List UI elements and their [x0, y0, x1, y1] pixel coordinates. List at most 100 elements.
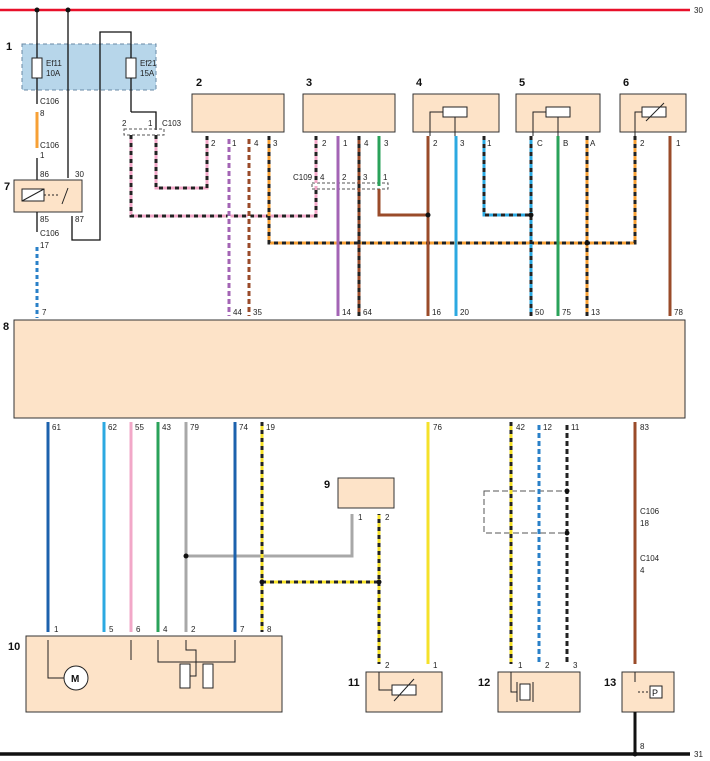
pin-label: 16 [432, 308, 441, 317]
sensor-11-circuit [378, 672, 392, 691]
junction [425, 212, 431, 218]
c106-d-pin: 18 [640, 519, 649, 528]
pin-label: 1 [676, 139, 681, 148]
pin-label: 11 [571, 423, 580, 432]
sensor-pins: 2 1 4 3 2 1 4 3 2 3 1 C B A 2 1 [211, 139, 681, 148]
pin-label: 1 [487, 139, 492, 148]
pin-label: 2 [191, 625, 196, 634]
component-6-label: 6 [623, 77, 629, 89]
wire-grey-9 [186, 514, 354, 558]
c104-label: C104 [640, 554, 660, 563]
pin-label: 3 [384, 139, 389, 148]
c103-pin1: 1 [148, 119, 153, 128]
potentiometer-5-resistor [545, 106, 571, 118]
potentiometer-10-wiper [185, 640, 197, 677]
junction [528, 212, 534, 218]
pin-label: 1 [343, 139, 348, 148]
pin-label: 64 [363, 308, 372, 317]
fuse-ef11 [31, 57, 43, 79]
pressure-symbol: P [652, 688, 658, 698]
pin-label: 3 [460, 139, 465, 148]
pin-label: 44 [233, 308, 242, 317]
pin-label: 7 [240, 625, 245, 634]
sensor-12-circuit [510, 672, 517, 693]
motor-icon [63, 665, 89, 691]
potentiometer-4-resistor [442, 106, 468, 118]
pin-label: 13 [591, 308, 600, 317]
rail-30-label: 30 [694, 6, 703, 15]
pin-label: C [537, 139, 543, 148]
junction [564, 488, 570, 494]
pin-label: A [590, 139, 596, 148]
pin-label: 19 [266, 423, 275, 432]
ecu-box [13, 319, 686, 419]
pin-label: 14 [342, 308, 351, 317]
component-12-label: 12 [478, 677, 490, 689]
relay-pin-86: 86 [40, 170, 49, 179]
wire-pink-white-dash [129, 135, 318, 218]
pin-label: 1 [518, 661, 523, 670]
component-1-label: 1 [6, 41, 12, 53]
pin-label: 2 [385, 513, 390, 522]
pin-label: 1 [54, 625, 59, 634]
wire-orange-black-dash [267, 136, 637, 245]
variable-resistor-6-leads [634, 111, 642, 136]
c106-b-pin: 1 [40, 151, 45, 160]
pin-label: 2 [322, 139, 327, 148]
wire-yellow-black-11 [262, 514, 381, 584]
actuator-10-pins: 1 5 6 4 2 7 8 [54, 625, 272, 634]
ecu-top-pins: 7 44 35 14 64 16 20 50 75 13 78 [42, 308, 683, 317]
relay-contact [61, 187, 69, 205]
variable-resistor-6 [641, 106, 667, 118]
pin-label: 4 [163, 625, 168, 634]
c106-b-label: C106 [40, 141, 60, 150]
potentiometer-10-resistor-a [179, 663, 191, 689]
wire-blue-black-a-dash [482, 136, 531, 217]
c103-box [123, 128, 165, 136]
relay-pin-85: 85 [40, 215, 49, 224]
pin-label: 78 [674, 308, 683, 317]
rail-31-label: 31 [694, 750, 703, 759]
pin-label: 5 [109, 625, 114, 634]
pin-label: 4 [254, 139, 259, 148]
wire-black-pink [154, 135, 209, 190]
wire-black-pink-dash [154, 135, 209, 190]
pin-label: 35 [253, 308, 262, 317]
c106-c-label: C106 [40, 229, 60, 238]
sensor-12 [497, 671, 581, 713]
knock-sensor-icon [519, 683, 531, 701]
pin-label: 1 [232, 139, 237, 148]
pin-label: 3 [573, 661, 578, 670]
c109-pin4: 4 [320, 173, 325, 182]
variable-resistor-6-arrow [645, 102, 665, 122]
pin-label: 2 [545, 661, 550, 670]
c109-pin3: 3 [363, 173, 368, 182]
sensor-2 [191, 93, 285, 133]
wire-brown-16a [377, 189, 428, 217]
pin-label: 62 [108, 423, 117, 432]
fuse-ef11-rating: 10A [46, 69, 61, 78]
pin-label: 43 [162, 423, 171, 432]
pin-label: 1 [358, 513, 363, 522]
ground-pin: 8 [640, 742, 645, 751]
component-5-label: 5 [519, 77, 525, 89]
potentiometer-4-leads [429, 111, 443, 136]
pin-label: 7 [42, 308, 47, 317]
wire-pink-white [129, 135, 318, 218]
pin-label: 8 [267, 625, 272, 634]
pin-label: 61 [52, 423, 61, 432]
component-9 [337, 477, 395, 509]
pin-label: 3 [273, 139, 278, 148]
shield-box [483, 490, 567, 534]
c106-d-label: C106 [640, 507, 660, 516]
component-4-label: 4 [416, 77, 423, 89]
component-13-label: 13 [604, 677, 616, 689]
pin-label: 6 [136, 625, 141, 634]
component-7-label: 7 [4, 181, 10, 193]
component-11-label: 11 [348, 677, 360, 689]
c106-a-label: C106 [40, 97, 60, 106]
relay-pin-30: 30 [75, 170, 84, 179]
c109-label: C109 [293, 173, 313, 182]
ecu-bottom-pins: 61 62 55 43 79 74 19 76 42 12 11 83 [52, 423, 649, 432]
